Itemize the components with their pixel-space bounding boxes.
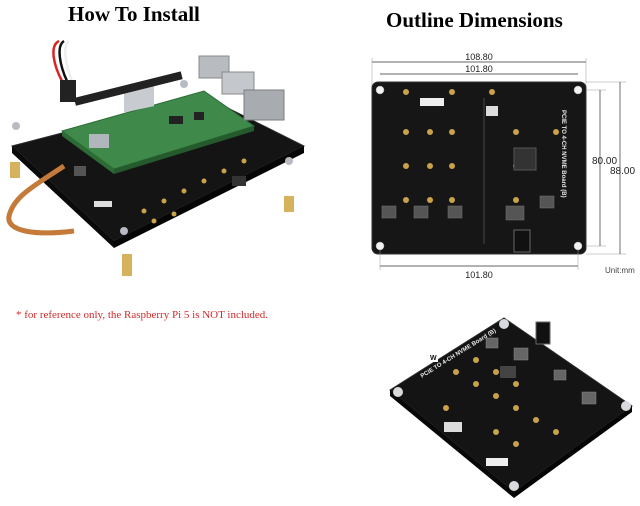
mount-hole <box>375 241 385 251</box>
width-holes-bottom-label: 101.80 <box>465 270 493 280</box>
screw <box>285 157 293 165</box>
mount-hole <box>573 241 583 251</box>
fan-connector-icon <box>52 39 76 102</box>
mount-nut <box>621 401 631 411</box>
usb-port <box>221 71 255 95</box>
height-overall-label: 88.00 <box>610 166 635 177</box>
mount-nut <box>509 481 519 491</box>
pcie-switch-chip <box>513 147 537 171</box>
outline-drawing: 108.80 101.80 PCIE TO 4-CH NVME Board (B… <box>371 52 635 280</box>
mount-nut <box>499 319 509 329</box>
reference-note: * for reference only, the Raspberry Pi 5… <box>16 309 269 321</box>
brass-standoff <box>122 254 132 276</box>
brass-standoff <box>284 196 294 212</box>
install-illustration <box>6 39 306 276</box>
unit-label: Unit:mm <box>605 266 635 275</box>
screw <box>12 122 20 130</box>
screw <box>180 80 188 88</box>
mount-nut <box>393 387 403 397</box>
ribbon-cable-icon <box>6 163 75 236</box>
waveshare-logo-icon: W <box>428 352 438 362</box>
ethernet-port <box>243 89 285 121</box>
screw <box>120 227 128 235</box>
nvme-board-photo <box>389 317 633 493</box>
width-overall-label: 108.80 <box>465 52 493 62</box>
dc-jack <box>513 229 531 253</box>
gpio-header <box>74 71 183 106</box>
mount-hole <box>573 85 583 95</box>
svg-text:W: W <box>430 355 437 362</box>
width-holes-top-label: 101.80 <box>465 64 493 74</box>
mount-hole <box>375 85 385 95</box>
install-title: How To Install <box>68 2 200 26</box>
outline-title: Outline Dimensions <box>386 8 563 32</box>
brass-standoff <box>10 162 20 178</box>
height-holes-label: 80.00 <box>592 156 617 167</box>
board-photo: W PCIE TO 4-CH NVME Board (B) <box>389 317 633 498</box>
outline-board-label: PCIE TO 4-CH NVME Board (B) <box>560 110 566 198</box>
